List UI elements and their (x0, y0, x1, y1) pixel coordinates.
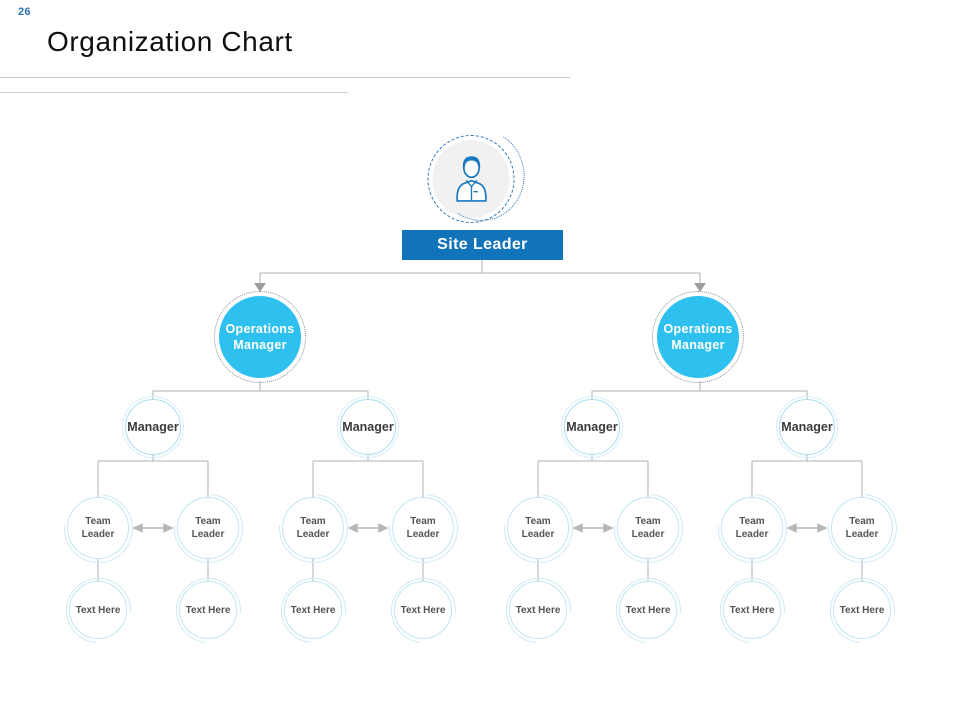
team-leader-node: Team Leader (831, 497, 893, 559)
text-placeholder-node: Text Here (509, 581, 567, 639)
text-placeholder-label: Text Here (515, 604, 561, 616)
site-leader-node: Site Leader (402, 230, 563, 260)
team-leader-label: Team Leader (406, 516, 440, 540)
operations-manager-label: Operations Manager (663, 321, 733, 352)
operations-manager-node: Operations Manager (652, 291, 744, 383)
title-underline-long (0, 77, 570, 78)
site-leader-photo-node (427, 135, 515, 223)
person-icon (455, 156, 487, 202)
arrow-down-icon (254, 283, 706, 292)
team-leader-node: Team Leader (177, 497, 239, 559)
text-placeholder-label: Text Here (400, 604, 446, 616)
team-leader-label: Team Leader (521, 516, 555, 540)
text-placeholder-label: Text Here (185, 604, 231, 616)
text-placeholder-node: Text Here (179, 581, 237, 639)
manager-label: Manager (781, 420, 833, 434)
team-leader-node: Team Leader (617, 497, 679, 559)
operations-manager-node: Operations Manager (214, 291, 306, 383)
text-placeholder-label: Text Here (625, 604, 671, 616)
page-number: 26 (18, 6, 31, 18)
team-leader-label: Team Leader (81, 516, 115, 540)
team-leader-node: Team Leader (721, 497, 783, 559)
team-leader-label: Team Leader (296, 516, 330, 540)
manager-label: Manager (566, 420, 618, 434)
team-leader-label: Team Leader (735, 516, 769, 540)
team-leader-node: Team Leader (392, 497, 454, 559)
team-leader-node: Team Leader (67, 497, 129, 559)
text-placeholder-node: Text Here (619, 581, 677, 639)
manager-label: Manager (342, 420, 394, 434)
team-leader-label: Team Leader (845, 516, 879, 540)
manager-node: Manager (561, 396, 623, 458)
text-placeholder-label: Text Here (839, 604, 885, 616)
team-leader-label: Team Leader (631, 516, 665, 540)
manager-node: Manager (337, 396, 399, 458)
site-leader-label: Site Leader (437, 236, 528, 253)
text-placeholder-label: Text Here (729, 604, 775, 616)
text-placeholder-label: Text Here (75, 604, 121, 616)
manager-label: Manager (127, 420, 179, 434)
manager-node: Manager (776, 396, 838, 458)
text-placeholder-node: Text Here (284, 581, 342, 639)
manager-node: Manager (122, 396, 184, 458)
team-leader-node: Team Leader (282, 497, 344, 559)
page-title: Organization Chart (47, 26, 293, 57)
text-placeholder-node: Text Here (833, 581, 891, 639)
title-underline-short (0, 92, 348, 93)
text-placeholder-node: Text Here (394, 581, 452, 639)
text-placeholder-node: Text Here (723, 581, 781, 639)
text-placeholder-node: Text Here (69, 581, 127, 639)
text-placeholder-label: Text Here (290, 604, 336, 616)
team-leader-label: Team Leader (191, 516, 225, 540)
team-leader-node: Team Leader (507, 497, 569, 559)
operations-manager-label: Operations Manager (225, 321, 295, 352)
